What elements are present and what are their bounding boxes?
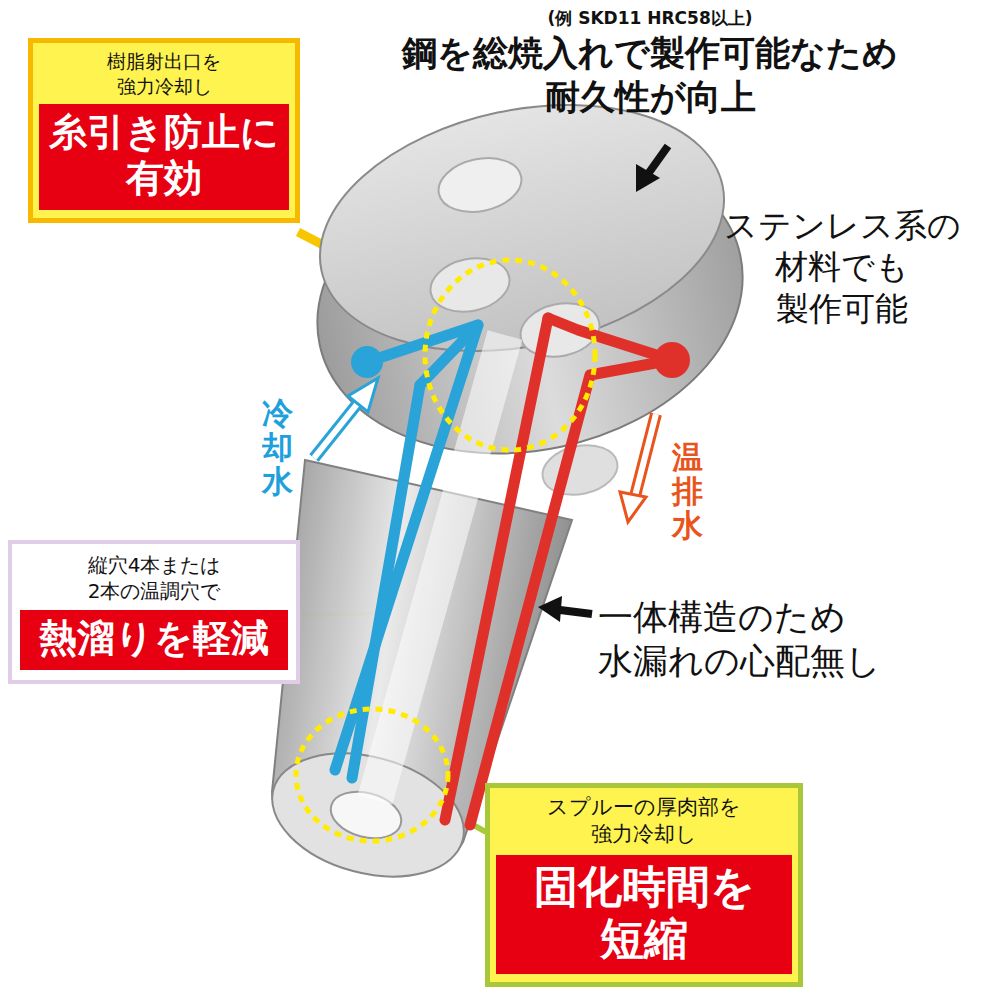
emphasis-text: 熱溜りを軽減 bbox=[29, 616, 279, 662]
callout-box: 縦穴4本または 2本の温調穴で熱溜りを軽減 bbox=[8, 540, 300, 684]
cooling-inlet bbox=[351, 346, 383, 378]
outflow-arrow bbox=[634, 414, 656, 500]
outflow-arrow bbox=[634, 414, 656, 500]
emphasis-box: 糸引き防止に 有効 bbox=[39, 104, 289, 209]
return-channel bbox=[445, 318, 672, 825]
pointer-arrow bbox=[648, 146, 668, 174]
pointer-arrowhead bbox=[636, 164, 660, 192]
cooling-outlet bbox=[654, 342, 690, 378]
pointer-arrowhead bbox=[538, 596, 562, 622]
callout-text: 樹脂射出口を 強力冷却し bbox=[89, 49, 239, 98]
head-top bbox=[297, 70, 747, 386]
bolt-hole bbox=[434, 151, 527, 219]
emphasis-text: 固化時間を 短縮 bbox=[524, 861, 764, 967]
outflow-arrowhead bbox=[620, 492, 646, 522]
callout-box: 樹脂射出口を 強力冷却し糸引き防止に 有効 bbox=[28, 38, 300, 223]
emphasis-box: 熱溜りを軽減 bbox=[20, 610, 288, 670]
heading: 鋼を総焼入れで製作可能なため 耐久性が向上 bbox=[390, 32, 910, 120]
highlight-circle bbox=[425, 260, 595, 450]
flow-label: 冷却水 bbox=[262, 396, 293, 498]
pointer-arrow bbox=[560, 610, 592, 614]
callout-box: スプルーの厚肉部を 強力冷却し固化時間を 短縮 bbox=[485, 783, 803, 987]
emphasis-box: 固化時間を 短縮 bbox=[496, 855, 792, 975]
inflow-arrow bbox=[314, 398, 362, 458]
callout-text: スプルーの厚肉部を 強力冷却し bbox=[542, 794, 747, 849]
inflow-arrow bbox=[314, 398, 362, 458]
bolt-hole bbox=[538, 439, 622, 502]
note-text: ステンレス系の 材料でも 製作可能 bbox=[712, 205, 972, 329]
note-text: 一体構造のため 水漏れの心配無し bbox=[598, 596, 928, 684]
material-note: (例 SKD11 HRC58以上) bbox=[400, 8, 900, 28]
flow-label: 温排水 bbox=[672, 440, 703, 542]
callout-text: 縦穴4本または 2本の温調穴で bbox=[62, 552, 247, 604]
highlight-circle bbox=[296, 709, 448, 841]
bolt-hole bbox=[425, 251, 514, 318]
inflow-arrowhead bbox=[348, 378, 378, 412]
emphasis-text: 糸引き防止に 有効 bbox=[44, 110, 284, 201]
